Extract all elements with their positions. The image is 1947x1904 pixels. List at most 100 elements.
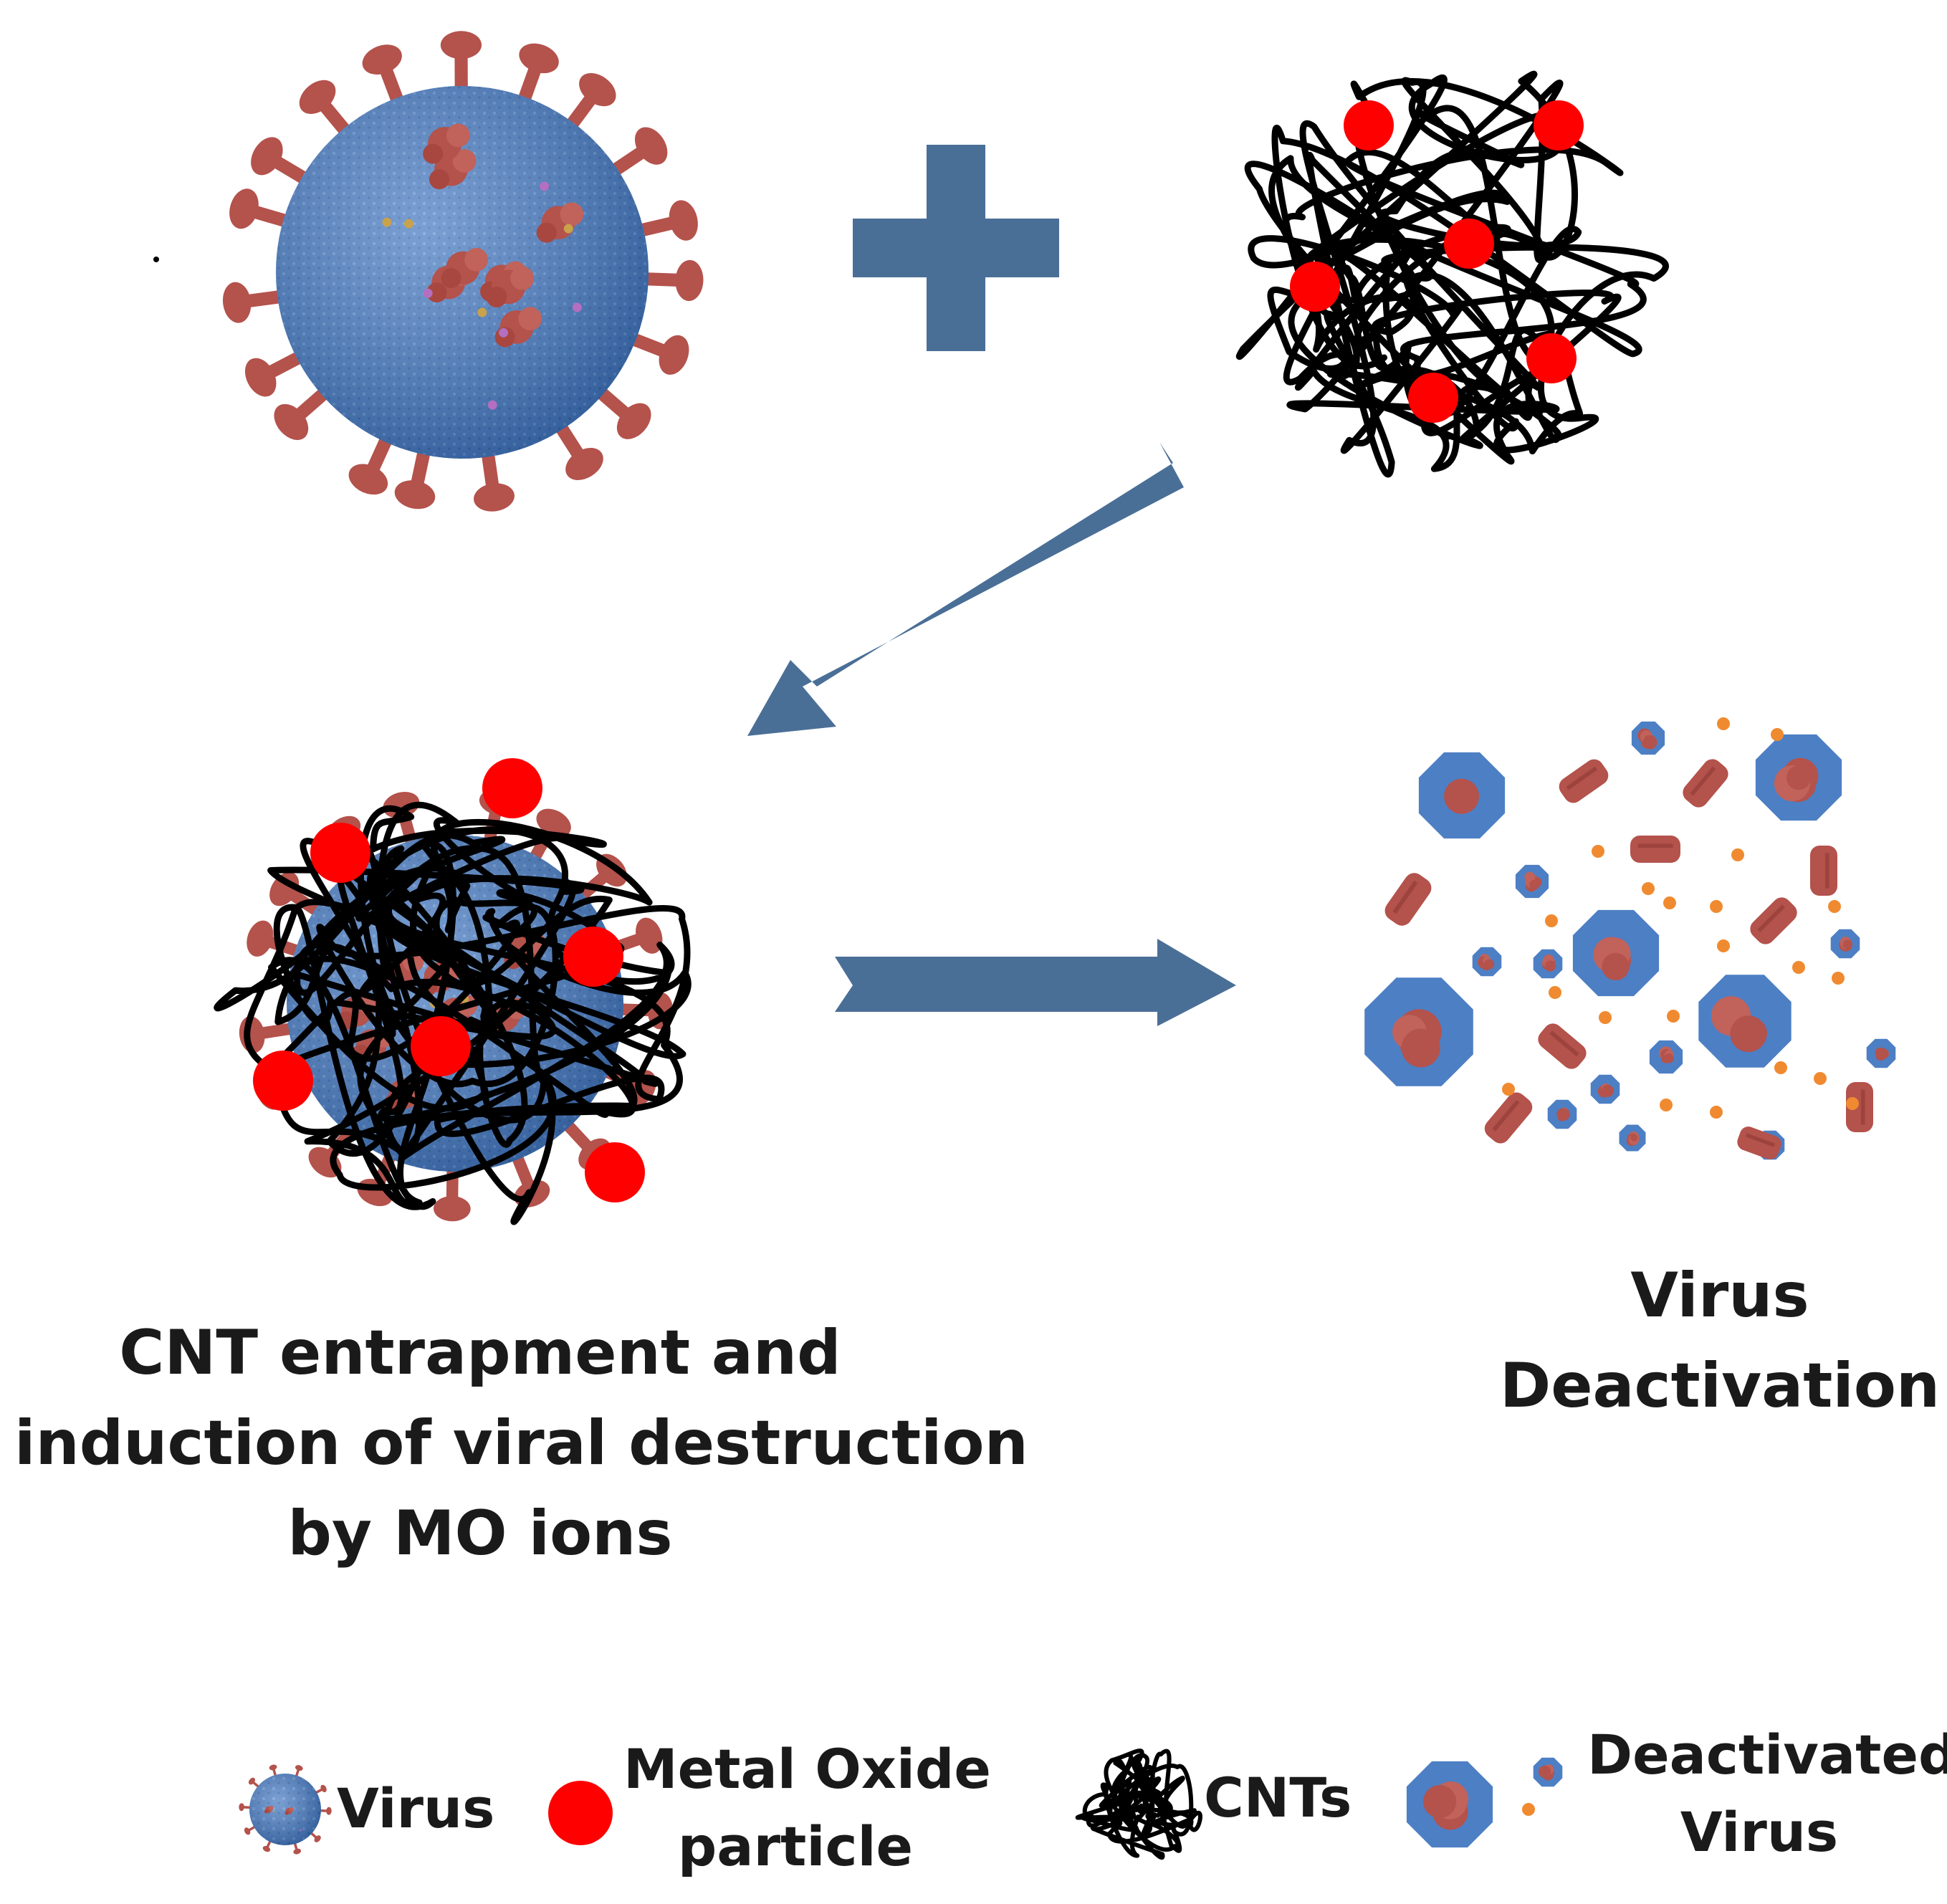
legend-cnts-label: CNTs: [1204, 1766, 1352, 1829]
deactivation-caption-line-2: Deactivation: [1499, 1350, 1941, 1422]
deactivated-virus-icon: [1364, 977, 1473, 1086]
spike-fragment: [1810, 846, 1837, 896]
spike-protein: [616, 403, 651, 439]
metal-oxide-particle-icon: [310, 823, 370, 883]
spike-protein: [394, 480, 436, 510]
spike-protein: [579, 72, 616, 107]
deactivated-virus-icon: [1406, 1761, 1493, 1848]
spike-protein: [634, 127, 668, 165]
metal-oxide-particle-icon: [1534, 100, 1584, 150]
legend-deactivated-label: Deactivated Virus: [1587, 1716, 1947, 1871]
stray-dot: [153, 257, 159, 262]
fragment-dot: [1717, 939, 1730, 952]
spike-protein: [244, 1827, 251, 1835]
legend-deactivated-line-2: Virus: [1680, 1800, 1839, 1864]
arrow-right-icon: [835, 939, 1236, 1026]
spike-protein: [669, 200, 698, 241]
fragment-dot: [1731, 848, 1744, 861]
cnt-tangle-over-virus-icon: [214, 801, 692, 1225]
fragment-dot: [1663, 896, 1676, 909]
fragment-dot: [1828, 900, 1841, 913]
spike-protein: [565, 447, 603, 480]
deactivated-virus-fragments: [1364, 717, 1896, 1160]
arrow-down-left-icon: [747, 442, 1184, 736]
spike-protein: [248, 1777, 256, 1785]
spike-protein: [433, 1196, 471, 1222]
fragment-dot: [1710, 900, 1723, 913]
legend-metal-oxide-line-2: particle: [677, 1814, 914, 1878]
deactivation-caption: Virus Deactivation: [1469, 1250, 1947, 1431]
spike-fragment: [1484, 1092, 1533, 1144]
deactivated-virus-icon: [1472, 947, 1502, 977]
deactivated-virus-icon: [1533, 949, 1563, 979]
legend-virus-icon: [239, 1764, 332, 1855]
deactivation-caption-line-1: Virus: [1630, 1260, 1809, 1331]
spike-protein: [326, 1807, 332, 1815]
spike-fragment: [1559, 759, 1609, 803]
metal-oxide-particle-icon: [1290, 262, 1340, 312]
deactivated-virus-icon: [1590, 1074, 1620, 1104]
entrapment-caption-line-1: CNT entrapment and: [119, 1317, 841, 1389]
spike-fragment: [1737, 1126, 1781, 1159]
spike-protein: [320, 1784, 327, 1793]
entrapment-caption: CNT entrapment and induction of viral de…: [14, 1308, 1028, 1579]
deactivated-virus-icon: [1830, 929, 1860, 959]
metal-oxide-particles: [1290, 100, 1584, 423]
spike-protein: [222, 282, 252, 323]
fragment-dot: [1642, 882, 1655, 895]
metal-oxide-particle-icon: [411, 1016, 471, 1076]
spike-protein: [675, 259, 704, 302]
legend-virus-label: Virus: [337, 1776, 495, 1840]
fragment-dot: [1774, 1061, 1787, 1074]
spike-protein: [262, 1846, 271, 1852]
spike-fragment: [1630, 836, 1680, 863]
fragment-dot: [1846, 1097, 1859, 1110]
spike-protein: [274, 403, 309, 440]
metal-oxide-particle-icon: [563, 927, 623, 987]
spike-protein: [269, 1764, 277, 1771]
fragment-dot: [1771, 728, 1784, 741]
plus-icon: [853, 145, 1059, 351]
metal-oxide-particles-trapped: [253, 758, 645, 1202]
fragment-dot: [1667, 1010, 1680, 1023]
spike-protein: [636, 917, 663, 954]
cnt-tangle-icon: [1235, 70, 1669, 478]
legend-metal-oxide-particle-icon: [548, 1781, 613, 1845]
spike-protein: [474, 483, 515, 512]
fragment-dot: [1792, 961, 1805, 974]
fragment-dot: [1545, 914, 1558, 927]
spike-protein: [295, 1765, 303, 1771]
spike-fragment: [1538, 1023, 1587, 1069]
deactivated-virus-icon: [1698, 975, 1791, 1068]
virus-icon: [222, 31, 704, 512]
deactivated-virus-icon: [1572, 909, 1660, 997]
spike-protein: [239, 1803, 244, 1812]
legend-metal-oxide-line-1: Metal Oxide: [623, 1737, 991, 1801]
deactivated-virus-icon: [1533, 1757, 1563, 1787]
spike-protein: [314, 1835, 321, 1842]
fragment-dot: [1592, 845, 1604, 858]
metal-oxide-particle-icon: [1408, 373, 1458, 423]
legend-cnt-tangle-icon: [1075, 1748, 1202, 1860]
entrapment-caption-line-3: by MO ions: [287, 1498, 673, 1569]
deactivated-virus-icon: [1547, 1099, 1577, 1129]
spike-fragment: [1683, 759, 1728, 808]
spike-protein: [247, 920, 274, 957]
deactivated-virus-icon: [1418, 752, 1506, 839]
metal-oxide-particle-icon: [1344, 100, 1394, 150]
fragment-dot: [1599, 1011, 1612, 1024]
metal-oxide-particle-icon: [482, 758, 542, 818]
deactivated-virus-icon: [1631, 721, 1665, 755]
spike-protein: [269, 872, 300, 906]
spike-fragment: [1750, 897, 1797, 944]
spike-fragment: [1846, 1082, 1873, 1132]
fragment-dot: [1660, 1099, 1673, 1111]
metal-oxide-particle-icon: [1526, 333, 1577, 383]
fragment-dot: [1717, 717, 1730, 730]
spike-protein: [362, 44, 402, 75]
deactivated-virus-icon: [1649, 1040, 1683, 1074]
metal-oxide-particle-icon: [585, 1142, 645, 1202]
entrapment-caption-line-2: induction of viral destruction: [14, 1407, 1028, 1479]
spike-protein: [293, 1848, 302, 1855]
